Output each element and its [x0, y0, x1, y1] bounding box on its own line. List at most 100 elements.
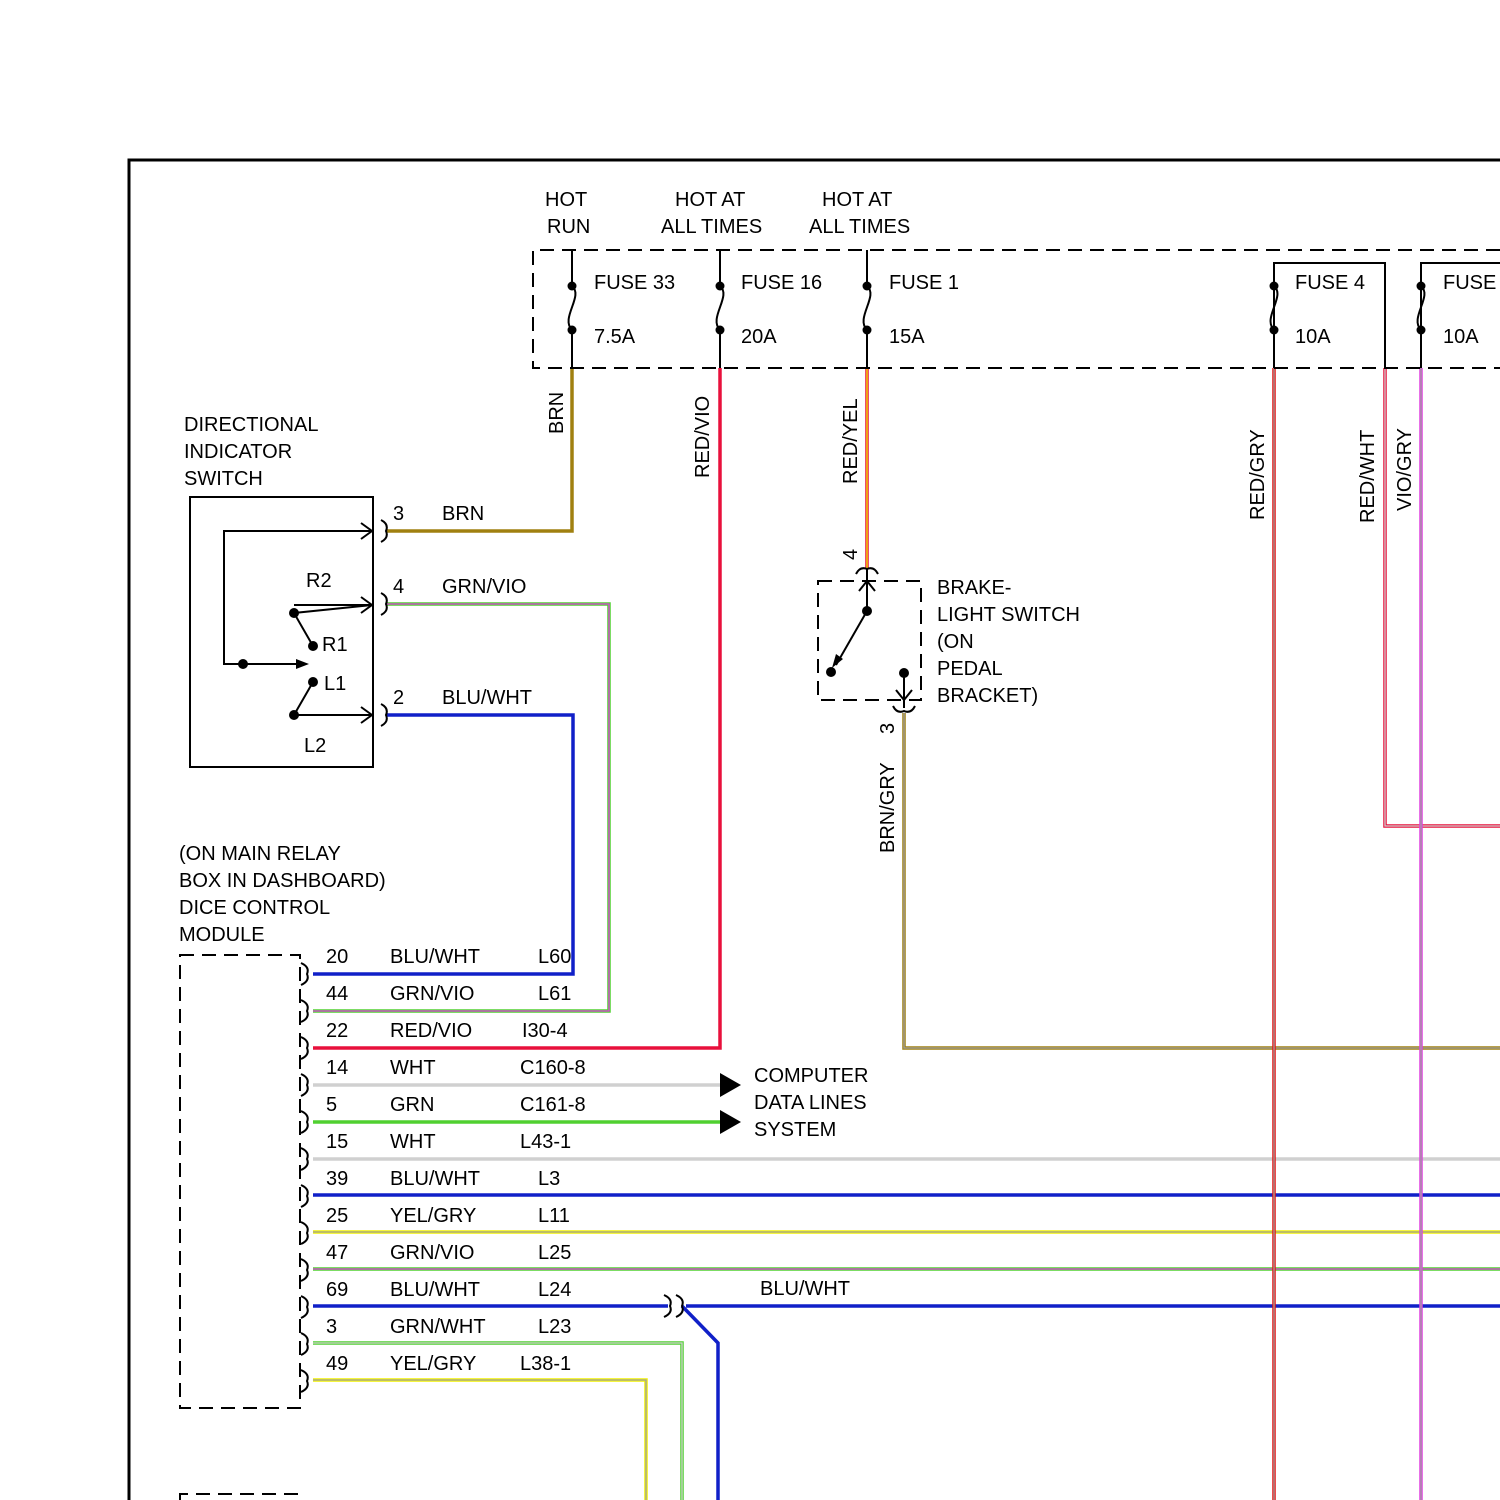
- data-line-arrow-wht: [720, 1073, 741, 1097]
- fuse-4: FUSE 4 10A: [1270, 263, 1386, 368]
- dice-title-line2: BOX IN DASHBOARD): [179, 870, 386, 892]
- dice-pin-row: 39BLU/WHTL3: [301, 1168, 560, 1207]
- fuse-5-name: FUSE: [1443, 272, 1496, 294]
- wire-brn-gry-trace: [904, 713, 1500, 1048]
- contact-label-l2: L2: [304, 735, 326, 757]
- dice-pin-row: 44GRN/VIOL61: [301, 983, 571, 1022]
- dice-pin-number: 49: [326, 1353, 348, 1375]
- supply-label-fuse33-line2: RUN: [547, 216, 590, 238]
- dice-pin-connector: [301, 1370, 308, 1392]
- fuse-5-rating: 10A: [1443, 326, 1479, 348]
- brake-title-line1: BRAKE-: [937, 577, 1011, 599]
- directional-l-contact: [294, 682, 313, 715]
- directional-pin3-connector: [381, 520, 387, 542]
- dice-pin-ref: L23: [538, 1316, 571, 1338]
- dice-module-outline: [180, 955, 300, 1408]
- dice-pin-ref: L43-1: [520, 1131, 571, 1153]
- fuse-1-name: FUSE 1: [889, 272, 959, 294]
- computer-data-lines-line1: COMPUTER: [754, 1065, 868, 1087]
- dice-pin-ref: L3: [538, 1168, 560, 1190]
- pin69-inline-connector: BLU/WHT: [664, 1278, 850, 1317]
- directional-title-line2: INDICATOR: [184, 441, 292, 463]
- dice-pin-wire-color: WHT: [390, 1057, 436, 1079]
- dice-pin-connector: [301, 1148, 308, 1170]
- wire-brn-gry-brake: [904, 713, 1500, 1048]
- directional-pin2-connector: [381, 704, 387, 726]
- fuse-1-element: [864, 286, 871, 330]
- dice-pin-connector: [301, 1296, 308, 1318]
- brake-contact-dot: [826, 667, 836, 677]
- dice-pin-row: 14WHTC160-8: [301, 1057, 586, 1096]
- fuse-5-node-bottom: [1417, 326, 1426, 335]
- dice-pin-wire-color: GRN: [390, 1094, 434, 1116]
- dice-pin-number: 3: [326, 1316, 337, 1338]
- directional-l2-dot: [289, 710, 299, 720]
- brake-switch-outline: [818, 581, 921, 700]
- wire-label-red-yel: RED/YEL: [840, 398, 862, 484]
- dice-pin-row: 5GRNC161-8: [301, 1094, 586, 1133]
- dice-pin-ref: L61: [538, 983, 571, 1005]
- directional-switch-body: [190, 497, 373, 767]
- fuse-1-rating: 15A: [889, 326, 925, 348]
- brake-light-switch: 4 3 BRAKE- LIGHT SWITCH (ON PEDAL BRACKE…: [818, 549, 1080, 734]
- supply-label-fuse1-line1: HOT AT: [822, 189, 892, 211]
- directional-arrow-center: [296, 659, 309, 669]
- dice-pin-connector: [301, 963, 308, 985]
- dice-pin-wire-color: YEL/GRY: [390, 1205, 476, 1227]
- dice-pin-wire-color: BLU/WHT: [390, 1279, 480, 1301]
- wire-grn-wht-pin3: [313, 1343, 682, 1500]
- dice-pin-ref: L25: [538, 1242, 571, 1264]
- wire-label-red-gry: RED/GRY: [1247, 429, 1269, 520]
- dice-pin-number: 25: [326, 1205, 348, 1227]
- dice-pin-wire-color: WHT: [390, 1131, 436, 1153]
- dice-pin-ref: L11: [538, 1205, 570, 1227]
- directional-title-line1: DIRECTIONAL: [184, 414, 318, 436]
- lower-module-outline: [180, 1494, 300, 1500]
- supply-label-fuse16-line2: ALL TIMES: [661, 216, 762, 238]
- directional-pin2-wire: BLU/WHT: [442, 687, 532, 709]
- dice-pin-wire-color: GRN/WHT: [390, 1316, 486, 1338]
- wire-yel-gry-49-trace: [313, 1380, 646, 1500]
- dice-pin-row: 49YEL/GRYL38-1: [301, 1353, 571, 1392]
- directional-pin3-number: 3: [393, 503, 404, 525]
- dice-pin-connector: [301, 1222, 308, 1244]
- fuse-16: FUSE 16 20A: [716, 250, 823, 368]
- contact-label-r1: R1: [322, 634, 348, 656]
- brake-pin3-number: 3: [877, 723, 899, 734]
- brake-title-line4: PEDAL: [937, 658, 1003, 680]
- dice-pin-list: 20BLU/WHTL6044GRN/VIOL6122RED/VIOI30-414…: [301, 946, 586, 1392]
- wire-brn-gry-base: [904, 713, 1500, 1048]
- dice-pin-ref: L60: [538, 946, 571, 968]
- dice-pin-number: 20: [326, 946, 348, 968]
- directional-pivot-dot: [238, 659, 248, 669]
- wire-grn-wht-trace: [313, 1343, 682, 1500]
- dice-pin-number: 15: [326, 1131, 348, 1153]
- directional-pin4-wire: GRN/VIO: [442, 576, 526, 598]
- fuse-box: HOT RUN HOT AT ALL TIMES HOT AT ALL TIME…: [533, 189, 1500, 368]
- fuse-5: FUSE 10A: [1417, 263, 1500, 368]
- brake-title-line2: LIGHT SWITCH: [937, 604, 1080, 626]
- dice-pin-connector: [301, 1333, 308, 1355]
- dice-pin-number: 47: [326, 1242, 348, 1264]
- dice-pin-wire-color: GRN/VIO: [390, 983, 474, 1005]
- dice-pin-number: 14: [326, 1057, 348, 1079]
- fuse-1: FUSE 1 15A: [863, 250, 960, 368]
- fuse-33-name: FUSE 33: [594, 272, 675, 294]
- dice-pin-number: 22: [326, 1020, 348, 1042]
- dice-pin-wire-color: GRN/VIO: [390, 1242, 474, 1264]
- directional-internal-bus: [224, 531, 372, 664]
- dice-title-line3: DICE CONTROL: [179, 897, 330, 919]
- dice-control-module: (ON MAIN RELAY BOX IN DASHBOARD) DICE CO…: [179, 843, 586, 1500]
- fuse-4-node-bottom: [1270, 326, 1279, 335]
- supply-label-fuse1-line2: ALL TIMES: [809, 216, 910, 238]
- dice-pin-connector: [301, 1111, 308, 1133]
- directional-pin4-connector: [381, 593, 387, 615]
- wires: [313, 368, 1500, 1500]
- dice-pin-ref: C161-8: [520, 1094, 586, 1116]
- directional-pin4-number: 4: [393, 576, 404, 598]
- wire-blu-wht-dir-pin2: [313, 715, 573, 974]
- dice-pin-wire-color: BLU/WHT: [390, 1168, 480, 1190]
- dice-pin-wire-color: BLU/WHT: [390, 946, 480, 968]
